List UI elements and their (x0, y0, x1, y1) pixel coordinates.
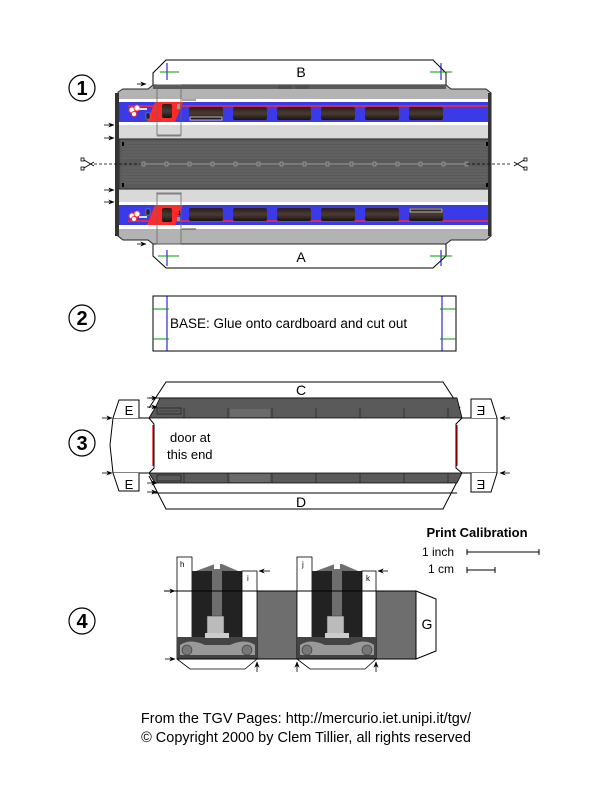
tab-e-right-bottom: Ǝ (470, 472, 498, 493)
tab-label-j: j (301, 560, 304, 569)
calibration-inch-label: 1 inch (422, 545, 454, 559)
flap-label-d: D (296, 494, 306, 510)
step-4-badge: 4 (68, 607, 96, 635)
fold-arrows (165, 568, 388, 672)
tab-label-k: k (366, 574, 371, 583)
step-3-badge: 3 (68, 429, 96, 457)
door-note-line1: door at (170, 430, 211, 445)
tab-e-right-top: Ǝ (470, 398, 498, 419)
tgv-logo-icon (128, 104, 147, 117)
door-window (162, 104, 172, 118)
calibration-title: Print Calibration (426, 525, 527, 540)
flap-label-c: C (296, 382, 306, 398)
door-window (162, 208, 172, 222)
coach-side-panel: 1 (115, 84, 492, 245)
tab-label-h: h (180, 560, 184, 569)
fold-arrows (102, 395, 510, 495)
step-4: 4 G h i (68, 556, 437, 672)
print-calibration: Print Calibration 1 inch 1 cm (422, 525, 540, 576)
step-number: 1 (76, 78, 87, 100)
step-2-badge: 2 (68, 304, 96, 332)
step-3: 3 C D (68, 381, 510, 510)
scissors-icon (80, 157, 95, 171)
tab-e-left-bottom: E (112, 472, 140, 492)
step-2: 2 BASE: Glue onto cardboard and cut out (68, 295, 457, 352)
end-panel: door at this end (109, 417, 498, 474)
svg-text:Ǝ: Ǝ (477, 477, 486, 492)
svg-text:E: E (125, 403, 134, 418)
base-panel: BASE: Glue onto cardboard and cut out (152, 295, 457, 352)
underframe-panel (256, 590, 298, 660)
flap-label-g: G (422, 616, 433, 632)
footer-source: From the TGV Pages: http://mercurio.iet.… (140, 711, 472, 727)
roof-strip-bottom (148, 472, 463, 484)
fold-arrows (104, 81, 147, 247)
lower-windows (189, 208, 443, 221)
tab-label-i: i (247, 574, 249, 583)
underframe-panel (375, 590, 417, 660)
calibration-inch-bar (466, 549, 540, 555)
step-1: 1 B A (68, 59, 528, 269)
step-number: 4 (76, 611, 88, 633)
roof-fittings (141, 161, 469, 167)
door-note-line2: this end (167, 447, 213, 462)
step-number: 2 (76, 308, 87, 330)
base-instruction: BASE: Glue onto cardboard and cut out (170, 316, 407, 331)
calibration-cm-bar (466, 567, 496, 573)
tgv-logo-icon (128, 210, 147, 222)
step-1-badge: 1 (68, 74, 96, 102)
flap-g: G (415, 590, 437, 660)
flap-b: B (152, 59, 452, 85)
flap-label-b: B (296, 64, 305, 80)
svg-text:E: E (125, 477, 134, 492)
bogie-2: j k (296, 556, 377, 670)
footer-copyright: © Copyright 2000 by Clem Tillier, all ri… (141, 730, 471, 746)
coach-number: 1 (178, 211, 182, 217)
upper-windows (189, 107, 443, 121)
scissors-icon (513, 157, 528, 171)
cut-line (80, 157, 528, 171)
svg-text:Ǝ: Ǝ (477, 403, 486, 418)
bogie-1: h i (176, 556, 258, 670)
tab-e-left-top: E (112, 399, 140, 419)
flap-a: A (152, 244, 452, 269)
step-number: 3 (76, 433, 87, 455)
flap-label-a: A (296, 249, 306, 265)
calibration-cm-label: 1 cm (428, 562, 454, 576)
roof-strip-top (148, 397, 463, 419)
